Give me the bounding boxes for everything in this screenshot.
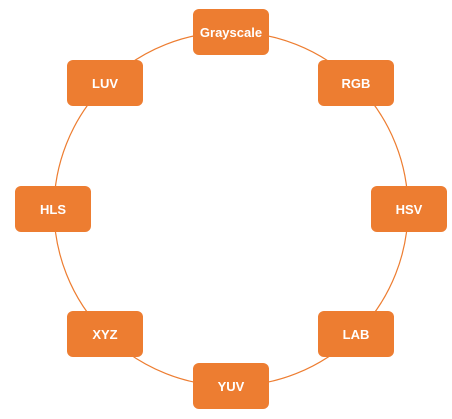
- node-grayscale: Grayscale: [193, 9, 269, 55]
- node-lab-label: LAB: [342, 326, 370, 342]
- node-hsv-label: HSV: [395, 201, 423, 217]
- node-luv: LUV: [67, 60, 143, 106]
- node-rgb-label: RGB: [341, 75, 371, 91]
- node-yuv-label: YUV: [217, 378, 245, 394]
- node-lab: LAB: [318, 311, 394, 357]
- node-yuv: YUV: [193, 363, 269, 409]
- node-hls: HLS: [15, 186, 91, 232]
- node-luv-label: LUV: [92, 75, 118, 91]
- node-grayscale-label: Grayscale: [199, 24, 263, 40]
- node-rgb: RGB: [318, 60, 394, 106]
- node-xyz-label: XYZ: [92, 326, 118, 342]
- node-hls-label: HLS: [40, 201, 66, 217]
- node-xyz: XYZ: [67, 311, 143, 357]
- node-hsv: HSV: [371, 186, 447, 232]
